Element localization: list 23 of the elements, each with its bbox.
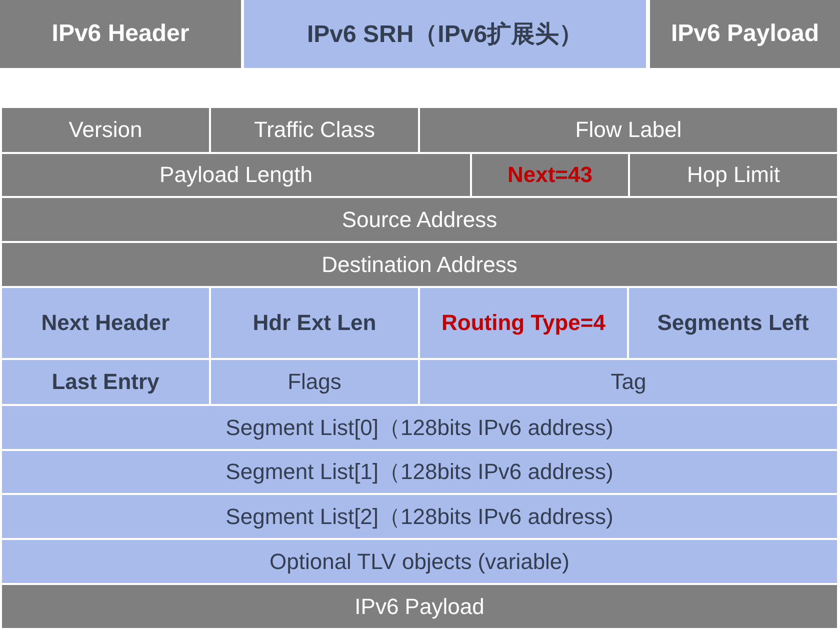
- field-cell: Optional TLV objects (variable): [2, 540, 837, 583]
- field-cell: Source Address: [2, 198, 837, 241]
- field-cell: Tag: [420, 360, 837, 404]
- field-cell: Segment List[0]（128bits IPv6 address): [2, 406, 837, 449]
- field-cell: Segment List[2]（128bits IPv6 address): [2, 495, 837, 538]
- field-cell: Last Entry: [2, 360, 209, 404]
- field-cell: Segments Left: [629, 288, 837, 358]
- field-cell: Flags: [211, 360, 418, 404]
- field-cell: Segment List[1]（128bits IPv6 address): [2, 451, 837, 493]
- field-cell: Destination Address: [2, 243, 837, 286]
- field-cell: IPv6 Header: [0, 0, 241, 68]
- field-cell: Hdr Ext Len: [211, 288, 418, 358]
- field-cell: Flow Label: [420, 108, 837, 152]
- field-cell: IPv6 Payload: [2, 585, 837, 628]
- field-cell: IPv6 Payload: [650, 0, 840, 68]
- field-cell: Version: [2, 108, 209, 152]
- field-cell: Payload Length: [2, 154, 470, 196]
- field-cell: IPv6 SRH（IPv6扩展头）: [244, 0, 646, 68]
- field-cell: Next=43: [472, 154, 628, 196]
- field-cell: Traffic Class: [211, 108, 418, 152]
- field-cell: Hop Limit: [630, 154, 837, 196]
- field-cell: Next Header: [2, 288, 209, 358]
- field-cell: Routing Type=4: [420, 288, 627, 358]
